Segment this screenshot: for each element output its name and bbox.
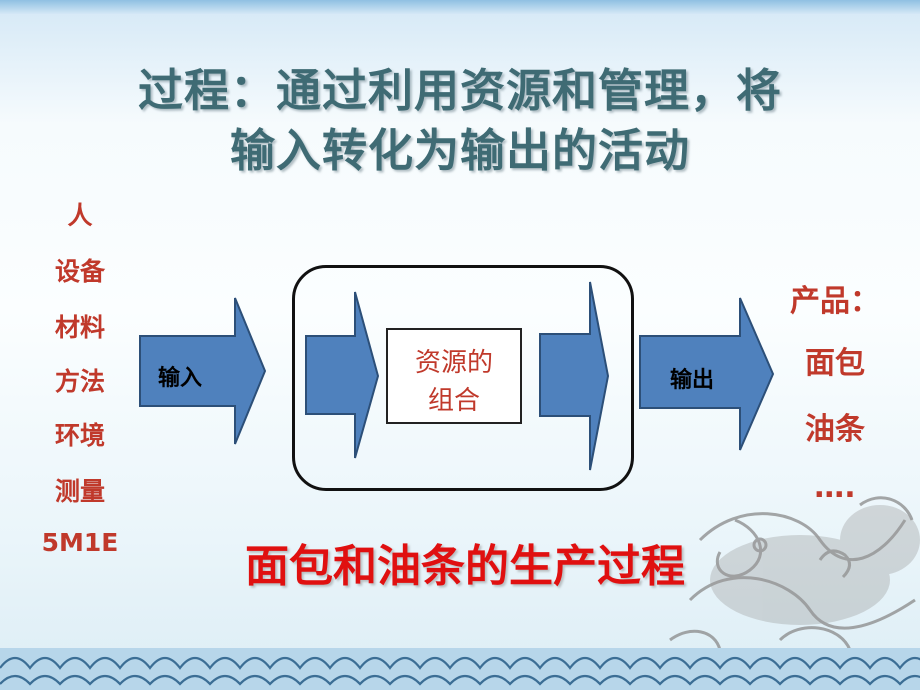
resource-label-line-2: 组合	[427, 386, 480, 416]
input-item-materials: 材料	[54, 313, 105, 342]
output-item-ellipsis: ….	[814, 470, 856, 505]
input-item-environment: 环境	[54, 421, 105, 450]
wave-band	[0, 648, 920, 690]
output-arrow-label: 输出	[670, 368, 715, 393]
top-band	[0, 0, 920, 14]
input-arrow	[139, 297, 267, 445]
input-item-equipment: 设备	[54, 257, 105, 286]
input-item-5m1e: 5M1E	[41, 528, 119, 557]
output-item-product-heading: 产品：	[790, 284, 880, 319]
input-item-people: 人	[67, 201, 93, 230]
dragon-decoration	[669, 496, 916, 651]
input-arrow-label: 输入	[158, 366, 203, 391]
resource-box	[386, 328, 522, 424]
inner-arrow-left	[305, 291, 380, 459]
output-item-bread: 面包	[805, 346, 865, 381]
caption: 面包和油条的生产过程	[245, 541, 685, 592]
slide-title-line-2: 输入转化为输出的活动	[229, 124, 690, 177]
wave-pattern	[0, 656, 920, 686]
output-item-youtiao: 油条	[805, 412, 865, 447]
output-arrow	[639, 297, 775, 451]
slide-title-line-1: 过程：通过利用资源和管理，将	[137, 64, 782, 117]
resource-label-line-1: 资源的	[414, 348, 493, 378]
input-item-measurement: 测量	[54, 477, 105, 506]
input-item-methods: 方法	[54, 367, 105, 396]
inner-arrow-right	[539, 281, 610, 471]
dragon-shading	[710, 505, 920, 625]
process-frame	[292, 265, 634, 491]
